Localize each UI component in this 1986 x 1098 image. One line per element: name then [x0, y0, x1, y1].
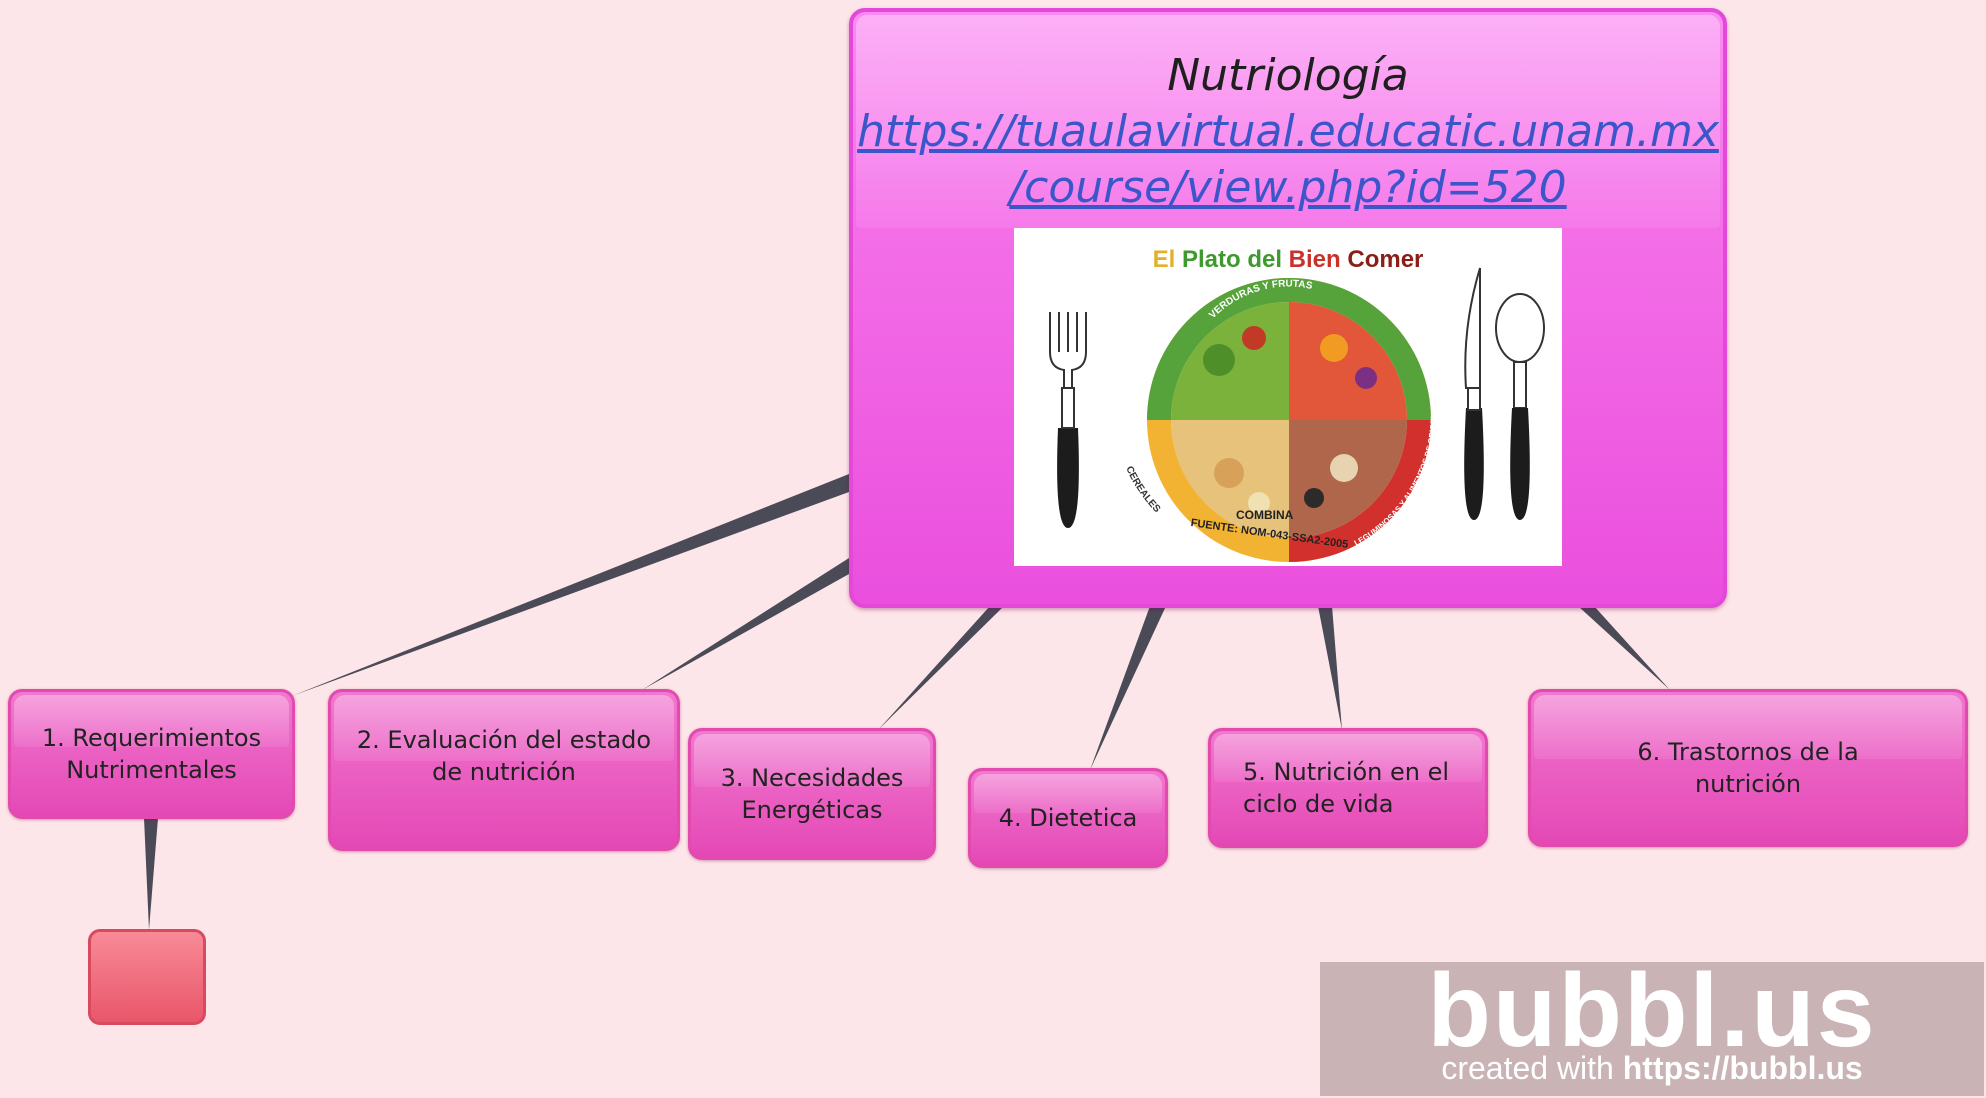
node-necesidades-energeticas[interactable]: 3. Necesidades Energéticas — [688, 728, 936, 860]
knife-icon — [1464, 267, 1484, 520]
fork-icon — [1049, 312, 1087, 528]
plato-del-bien-comer-image: El Plato del Bien Comer — [1014, 228, 1562, 566]
watermark-url[interactable]: https://bubbl.us — [1622, 1050, 1863, 1086]
node-label: 6. Trastornos de la nutrición — [1637, 738, 1859, 798]
bubblus-watermark[interactable]: bubbl.us created with https://bubbl.us — [1320, 953, 1984, 1096]
node-label: 4. Dietetica — [998, 804, 1138, 832]
plate-center-label: COMBINA — [1236, 508, 1294, 522]
connector-root-node4 — [1090, 606, 1166, 770]
node-label: 3. Necesidades Energéticas — [720, 764, 904, 824]
connector-root-node2 — [642, 558, 849, 690]
course-link-line2[interactable]: /course/view.php?id=520 — [1009, 162, 1567, 213]
node-label: 2. Evaluación del estado de nutrición — [356, 726, 652, 786]
node-evaluacion-estado-nutricion[interactable]: 2. Evaluación del estado de nutrición — [328, 689, 680, 851]
connector-root-node3 — [878, 606, 1004, 730]
watermark-subtitle: created with https://bubbl.us — [1441, 1050, 1863, 1086]
svg-text:CEREALES: CEREALES — [1123, 465, 1162, 516]
node-label: 1. Requerimientos Nutrimentales — [41, 724, 262, 784]
node-nutricion-ciclo-vida[interactable]: 5. Nutrición en el ciclo de vida — [1208, 728, 1488, 848]
spoon-icon — [1495, 293, 1545, 520]
node-requerimientos-nutrimentales[interactable]: 1. Requerimientos Nutrimentales — [8, 689, 295, 819]
plate-illustration: VERDURAS Y FRUTAS CEREALES LEGUMINOSAS Y… — [1049, 267, 1545, 562]
node-trastornos-nutricion[interactable]: 6. Trastornos de la nutrición — [1528, 689, 1968, 847]
connector-node1-empty — [144, 818, 158, 930]
bubblus-logo: bubbl.us — [1427, 953, 1877, 1069]
connector-root-node5 — [1318, 606, 1342, 730]
node-dietetica[interactable]: 4. Dietetica — [968, 768, 1168, 868]
node-label: 5. Nutrición en el ciclo de vida — [1243, 758, 1450, 818]
plate-image-title: El Plato del Bien Comer — [1152, 246, 1424, 273]
connector-root-node6 — [1578, 606, 1670, 690]
root-node-nutriologia[interactable]: Nutriología https://tuaulavirtual.educat… — [849, 8, 1727, 608]
course-link-line1[interactable]: https://tuaulavirtual.educatic.unam.mx — [857, 106, 1719, 157]
connector-root-node1 — [292, 474, 849, 696]
root-title: Nutriología — [1167, 50, 1409, 101]
empty-child-node[interactable] — [88, 929, 206, 1025]
